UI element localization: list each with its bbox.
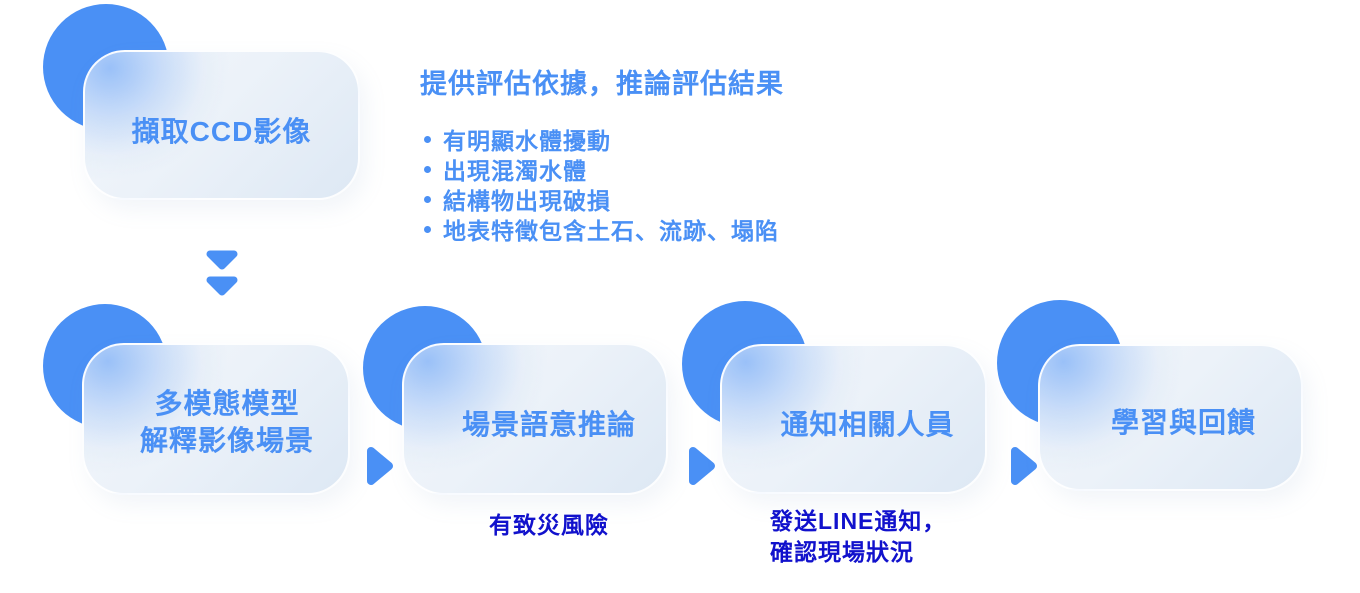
criteria-item-label: 出現混濁水體 <box>443 158 587 184</box>
caption-disaster-risk: 有致災風險 <box>489 512 609 538</box>
caption-line-notification-line1: 發送LINE通知， <box>770 508 947 534</box>
right-arrow-icon <box>1009 444 1039 493</box>
step-label-semantic: 場景語意推論 <box>461 408 636 440</box>
criteria-item: 地表特徵包含土石、流跡、塌陷 <box>424 214 779 244</box>
criteria-list: 有明顯水體擾動 出現混濁水體 結構物出現破損 地表特徵包含土石、流跡、塌陷 <box>424 124 779 244</box>
step-card-semantic: 場景語意推論 <box>402 343 668 495</box>
down-arrow-icon <box>204 249 240 297</box>
step-card-capture: 擷取CCD影像 <box>83 50 360 200</box>
step-label-model-line1: 多模態模型 <box>154 388 300 419</box>
criteria-title: 提供評估依據，推論評估結果 <box>420 69 784 99</box>
bullet-icon <box>424 225 431 233</box>
step-label-model-line2: 解釋影像場景 <box>139 425 314 456</box>
criteria-item: 出現混濁水體 <box>424 154 779 184</box>
criteria-item: 結構物出現破損 <box>424 184 779 214</box>
step-label-model: 多模態模型 解釋影像場景 <box>140 385 314 459</box>
criteria-item-label: 有明顯水體擾動 <box>443 128 611 154</box>
criteria-item-label: 結構物出現破損 <box>443 188 611 214</box>
right-arrow-icon <box>365 444 395 493</box>
criteria-item: 有明顯水體擾動 <box>424 124 779 154</box>
bullet-icon <box>424 165 431 173</box>
criteria-item-label: 地表特徵包含土石、流跡、塌陷 <box>443 218 779 244</box>
step-label-capture: 擷取CCD影像 <box>131 115 312 147</box>
step-label-notify: 通知相關人員 <box>780 408 955 440</box>
bullet-icon <box>424 195 431 203</box>
step-card-notify: 通知相關人員 <box>720 344 987 494</box>
step-card-model: 多模態模型 解釋影像場景 <box>82 343 350 495</box>
right-arrow-icon <box>687 444 717 493</box>
step-card-learn: 學習與回饋 <box>1038 344 1303 491</box>
down-triangle-icon <box>206 276 238 296</box>
step-label-learn: 學習與回饋 <box>1110 407 1256 438</box>
caption-line-notification: 發送LINE通知， 確認現場狀況 <box>770 506 946 568</box>
caption-line-notification-line2: 確認現場狀況 <box>770 539 914 565</box>
bullet-icon <box>424 135 431 143</box>
down-triangle-icon <box>206 250 238 270</box>
